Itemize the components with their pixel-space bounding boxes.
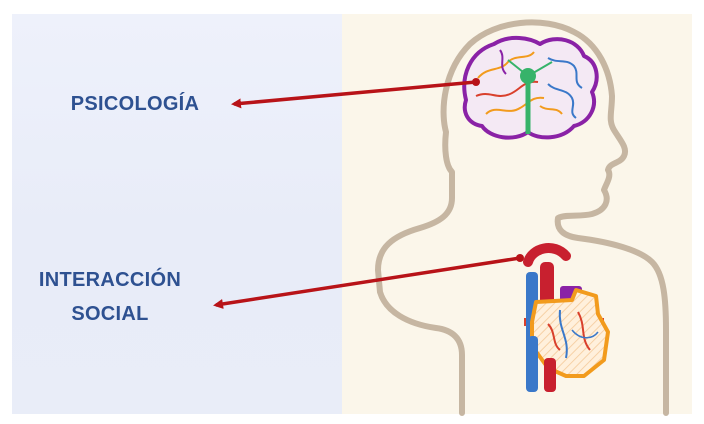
- label-interaccion-social: INTERACCIÓN SOCIAL: [20, 263, 200, 331]
- label-interaccion-line2: SOCIAL: [20, 297, 200, 331]
- label-interaccion-line1: INTERACCIÓN: [20, 263, 200, 297]
- arrow-to-psicologia: [234, 82, 476, 104]
- arrow-to-interaccion-social: [216, 258, 520, 305]
- label-psicologia: PSICOLOGÍA: [40, 87, 230, 121]
- brain-icon: [464, 38, 596, 138]
- heart-icon: [524, 248, 608, 392]
